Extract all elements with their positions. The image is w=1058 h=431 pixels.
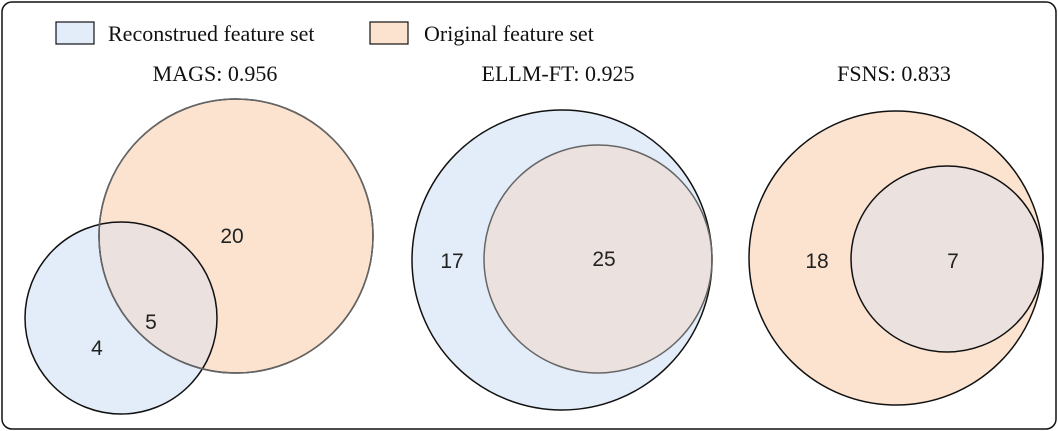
legend-label-reconstructed: Reconstrued feature set — [108, 21, 314, 46]
reconstructed-set-circle — [851, 166, 1043, 352]
count-only-original: 18 — [805, 250, 828, 273]
original-outline-in-overlap — [98, 98, 374, 374]
count-overlap: 7 — [947, 250, 959, 273]
legend-label-original: Original feature set — [424, 21, 594, 46]
count-only-reconstructed: 17 — [440, 250, 463, 273]
reconstructed-set-outline — [850, 165, 1044, 353]
original-set-circle — [484, 145, 712, 373]
count-overlap: 5 — [145, 311, 157, 334]
legend-swatch-reconstructed — [55, 21, 95, 45]
venn-panel-fsns: FSNS: 0.833 18 7 — [748, 61, 1044, 406]
panel-title-mags: MAGS: 0.956 — [153, 61, 278, 86]
venn-panel-mags: MAGS: 0.956 20 5 4 — [24, 61, 374, 415]
legend-swatch-original — [369, 21, 409, 45]
reconstructed-set-outline — [24, 221, 218, 415]
panel-title-fsns: FSNS: 0.833 — [837, 61, 951, 86]
count-only-reconstructed: 4 — [91, 337, 103, 360]
legend: Reconstrued feature set Original feature… — [55, 21, 594, 46]
count-only-original: 20 — [220, 225, 243, 248]
count-overlap: 25 — [592, 248, 615, 271]
original-set-outline — [483, 144, 713, 374]
panel-title-ellm-ft: ELLM-FT: 0.925 — [482, 61, 635, 86]
venn-panel-ellm-ft: ELLM-FT: 0.925 17 25 — [411, 61, 713, 411]
